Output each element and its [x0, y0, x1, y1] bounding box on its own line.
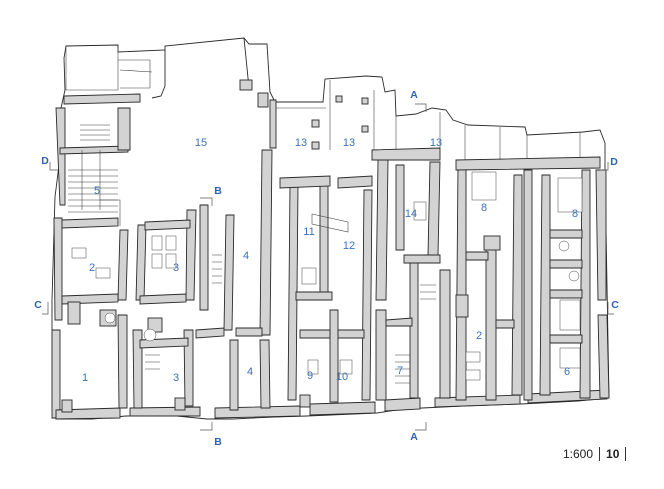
section-label-c-right: C: [611, 299, 619, 311]
room-label-4: 4: [247, 366, 253, 378]
room-label-8: 8: [572, 208, 578, 220]
room-label-5: 5: [94, 185, 100, 197]
room-label-12: 12: [343, 240, 355, 252]
room-label-3: 3: [173, 262, 179, 274]
page-footer: 1:600 10: [563, 446, 627, 462]
page-number: 10: [606, 447, 620, 461]
section-label-b-top: B: [214, 185, 222, 197]
room-label-13: 13: [295, 137, 307, 149]
section-label-c-left: C: [34, 299, 42, 311]
section-lines: [42, 103, 614, 431]
section-labels: A A B B C C D D: [34, 89, 619, 448]
interior-lines: [65, 46, 581, 226]
walls: [51, 79, 610, 420]
room-label-1: 1: [82, 372, 88, 384]
room-label-2: 2: [89, 262, 95, 274]
room-label-13: 13: [430, 137, 442, 149]
room-label-9: 9: [307, 370, 313, 382]
room-label-4: 4: [243, 250, 249, 262]
section-label-a-top: A: [410, 89, 418, 101]
room-label-7: 7: [397, 365, 403, 377]
room-label-6: 6: [564, 366, 570, 378]
room-label-2: 2: [476, 330, 482, 342]
room-label-3: 3: [173, 372, 179, 384]
section-label-d-right: D: [610, 156, 618, 168]
room-labels: 1 2 2 3 3 4 4 5 6 7 8 8 9 10 11 12 13 13…: [82, 137, 578, 384]
room-label-13: 13: [343, 137, 355, 149]
divider: [599, 447, 601, 461]
room-label-15: 15: [195, 137, 207, 149]
section-label-b-bottom: B: [214, 436, 222, 448]
stairs: [68, 124, 436, 384]
room-label-14: 14: [405, 208, 417, 220]
divider: [625, 447, 627, 461]
room-label-11: 11: [303, 226, 314, 238]
scale-label: 1:600: [563, 447, 594, 461]
section-label-a-bottom: A: [410, 431, 418, 443]
furniture: [71, 171, 583, 381]
room-label-8: 8: [481, 202, 487, 214]
room-label-10: 10: [336, 371, 348, 383]
section-label-d-left: D: [41, 155, 49, 167]
